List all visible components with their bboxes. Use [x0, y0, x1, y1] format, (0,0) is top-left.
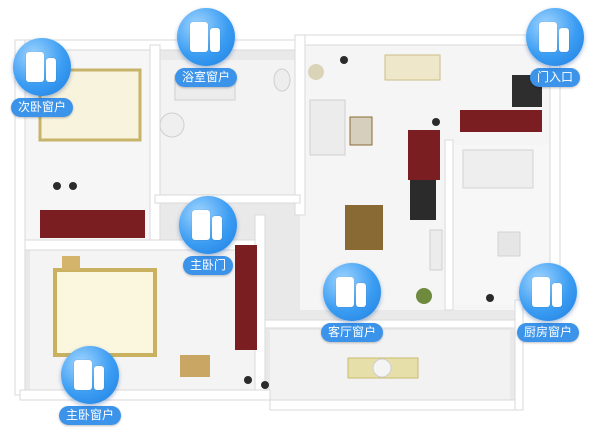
sensor-master-bedroom-window[interactable]: 主卧窗户	[50, 346, 130, 425]
door-window-sensor-icon	[61, 346, 119, 404]
sensor-entrance-door[interactable]: 门入口	[515, 8, 595, 87]
door-window-sensor-icon	[526, 8, 584, 66]
dining-table	[345, 205, 383, 250]
sofa	[384, 54, 441, 81]
sink	[159, 112, 185, 138]
door-window-sensor-icon	[179, 196, 237, 254]
plant-icon	[308, 64, 324, 80]
sensor-label: 浴室窗户	[174, 68, 237, 87]
entrance-cabinet	[460, 110, 542, 132]
toilet	[273, 68, 291, 92]
master-wardrobe	[235, 245, 257, 350]
door-window-sensor-icon	[177, 8, 235, 66]
balcony-table	[372, 358, 392, 378]
wall-picture	[349, 116, 373, 146]
sensor-label: 次卧窗户	[10, 98, 73, 117]
sensor-master-bedroom-door[interactable]: 主卧门	[168, 196, 248, 275]
sensor-bathroom-window[interactable]: 浴室窗户	[166, 8, 246, 87]
plant-icon	[416, 288, 432, 304]
nightstand	[62, 256, 80, 270]
sensor-kitchen-window[interactable]: 厨房窗户	[508, 263, 588, 342]
sensor-label: 主卧门	[182, 256, 233, 275]
tv-cabinet	[408, 130, 440, 180]
tv-stand	[410, 180, 436, 220]
door-window-sensor-icon	[323, 263, 381, 321]
door-window-sensor-icon	[13, 38, 71, 96]
sensor-label: 客厅窗户	[320, 323, 383, 342]
sensor-label: 厨房窗户	[516, 323, 579, 342]
master-bed	[53, 268, 157, 357]
master-desk	[180, 355, 210, 377]
second-bedroom-cabinet	[40, 210, 145, 238]
fridge	[497, 231, 521, 257]
sensor-label: 门入口	[529, 68, 580, 87]
door-window-sensor-icon	[519, 263, 577, 321]
kitchen-counter	[462, 149, 534, 189]
sensor-label: 主卧窗户	[58, 406, 121, 425]
sensor-living-room-window[interactable]: 客厅窗户	[312, 263, 392, 342]
bookshelf	[309, 99, 346, 156]
radiator	[429, 229, 443, 271]
sensor-second-bedroom-window[interactable]: 次卧窗户	[2, 38, 82, 117]
